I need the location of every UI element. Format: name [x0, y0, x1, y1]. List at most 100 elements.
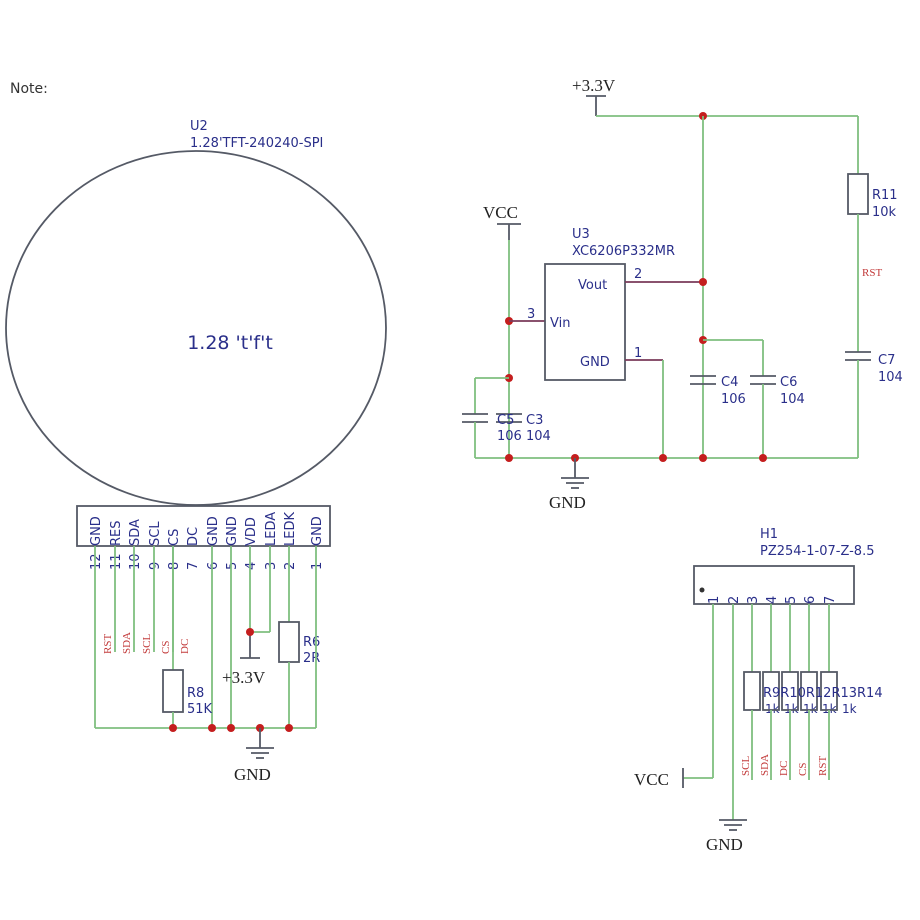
display-pin-name: VDD: [244, 517, 259, 546]
header-net-label: RST: [817, 756, 829, 776]
header-res-value: 1k: [765, 702, 780, 716]
junction-dot: [699, 454, 707, 462]
c6-ref: C6: [780, 375, 797, 390]
display-pin-number: 11: [109, 553, 124, 570]
ground-symbol: [719, 819, 747, 831]
r11-value: 10k: [872, 205, 897, 220]
reg-supply-label: +3.3V: [572, 76, 616, 95]
header-net-label: DC: [778, 761, 790, 776]
c6-value: 104: [780, 392, 805, 407]
pin1-marker: [699, 587, 705, 593]
header-res-value: 1k: [784, 702, 799, 716]
display-pin-name: DC: [186, 527, 201, 546]
c7-value: 104: [878, 370, 903, 385]
vin-label: Vin: [550, 316, 570, 331]
c5-value: 106: [497, 429, 522, 444]
r8-resistor: [162, 669, 184, 713]
display-pin-number: 6: [206, 562, 221, 570]
header-pin-number: 4: [765, 596, 780, 604]
u2-ref: U2: [190, 119, 208, 134]
header-res-value: 1k: [803, 702, 818, 716]
display-pin-name: SDA: [128, 519, 143, 546]
junction-dot: [285, 724, 293, 732]
h1-part: PZ254-1-07-Z-8.5: [760, 544, 875, 559]
display-module: U2 1.28'TFT-240240-SPI 1.28 't'f't GND12…: [5, 119, 387, 784]
display-pin-name: GND: [225, 516, 240, 546]
display-center-text: 1.28 't'f't: [187, 332, 273, 354]
u3-ref: U3: [572, 227, 590, 242]
header-pin-number: 6: [803, 596, 818, 604]
rst-net-label: RST: [862, 267, 882, 279]
reg-gnd-label: GND: [549, 493, 586, 512]
header-vcc-label: VCC: [634, 770, 669, 789]
display-circle: [5, 150, 387, 506]
header-pin-number: 7: [823, 596, 838, 604]
header-res-value: 1k: [822, 702, 837, 716]
junction-dot: [759, 454, 767, 462]
note-label: Note:: [10, 81, 48, 97]
junction-dot: [169, 724, 177, 732]
header-body: [693, 565, 855, 605]
u3-part: XC6206P332MR: [572, 244, 675, 259]
junction-dot: [246, 628, 254, 636]
c3-value: 104: [526, 429, 551, 444]
display-connector-body: [76, 505, 331, 547]
ground-symbol: [561, 477, 589, 489]
regulator-body: [544, 263, 626, 381]
display-pin-name: GND: [310, 516, 325, 546]
header-res-refs: R9R10R12R13R14: [763, 686, 883, 701]
r6-value: 2R: [303, 651, 320, 666]
vcc-label: VCC: [483, 203, 518, 222]
vout-label: Vout: [578, 278, 607, 293]
junction-dot: [227, 724, 235, 732]
header-gnd-label: GND: [706, 835, 743, 854]
display-pin-number: 2: [283, 562, 298, 570]
header-res-value: 1k: [842, 702, 857, 716]
junction-dot: [699, 278, 707, 286]
display-pin-number: 3: [264, 562, 279, 570]
display-pin-name: SCL: [148, 521, 163, 546]
pin-gnd-number: 1: [634, 346, 642, 361]
display-pin-number: 7: [186, 562, 201, 570]
r11-ref: R11: [872, 188, 898, 203]
header-resistor: [743, 671, 761, 711]
display-pin-number: 4: [244, 562, 259, 570]
u2-supply-label: +3.3V: [222, 668, 266, 687]
c7-ref: C7: [878, 353, 895, 368]
r8-value: 51K: [187, 702, 213, 717]
display-pin-name: RES: [109, 521, 124, 547]
u2-gnd-label: GND: [234, 765, 271, 784]
h1-ref: H1: [760, 527, 778, 542]
display-pin-number: 1: [310, 562, 325, 570]
r6-ref: R6: [303, 635, 320, 650]
header-pin-number: 5: [784, 596, 799, 604]
display-pin-number: 5: [225, 562, 240, 570]
header-net-label: SDA: [759, 754, 771, 776]
junction-dot: [505, 454, 513, 462]
header-pin-number: 1: [707, 596, 722, 604]
ground-symbol: [246, 747, 274, 759]
junction-dot: [659, 454, 667, 462]
display-pin-number: 10: [128, 553, 143, 570]
pin-vout-number: 2: [634, 267, 642, 282]
display-pin-name: GND: [206, 516, 221, 546]
display-pin-name: CS: [167, 529, 182, 546]
c3-ref: C3: [526, 413, 543, 428]
c4-ref: C4: [721, 375, 738, 390]
c5-ref: C5: [497, 413, 514, 428]
header-net-label: CS: [797, 763, 809, 776]
c4-value: 106: [721, 392, 746, 407]
regulator-section: +3.3V VCC U3 XC6206P332MR Vin Vout GND 3…: [462, 76, 903, 512]
header-pin-number: 3: [746, 596, 761, 604]
header-pin-number: 2: [727, 596, 742, 604]
display-pin-name: LEDK: [283, 512, 298, 546]
r8-ref: R8: [187, 686, 204, 701]
header-net-label: SCL: [740, 756, 752, 776]
gnd-pin-label: GND: [580, 355, 610, 370]
display-net-label: CS: [160, 641, 172, 654]
display-net-label: DC: [179, 639, 191, 654]
